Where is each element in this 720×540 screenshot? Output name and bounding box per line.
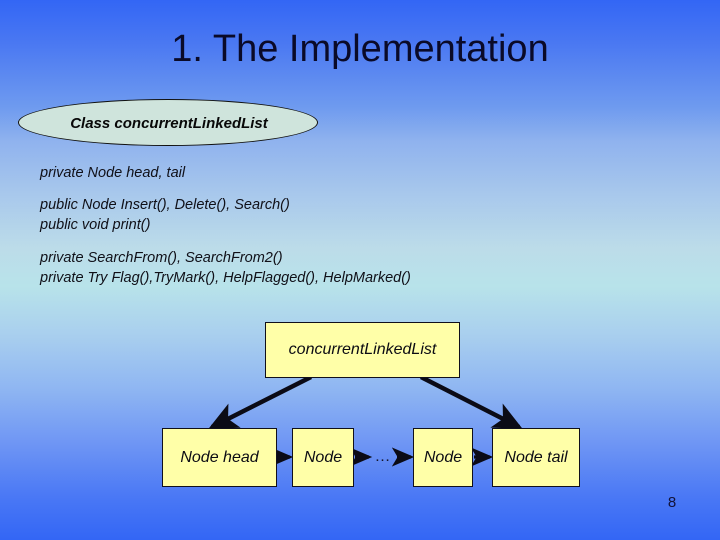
code-line: public Node Insert(), Delete(), Search() bbox=[40, 197, 290, 213]
code-line: private Node head, tail bbox=[40, 165, 186, 181]
class-callout-ellipse: Class concurrentLinkedList bbox=[18, 99, 318, 146]
diagram-box-node-tail: Node tail bbox=[492, 428, 580, 487]
diagram-box-label: Node bbox=[303, 448, 343, 466]
page-title: 1. The Implementation bbox=[171, 28, 549, 70]
diagram-box-label: Node bbox=[423, 448, 463, 466]
page-number: 8 bbox=[667, 494, 677, 511]
code-line: private SearchFrom(), SearchFrom2() bbox=[40, 250, 283, 266]
code-block-public-methods: public Node Insert(), Delete(), Search()… bbox=[40, 195, 290, 235]
diagram-box-label: Node tail bbox=[504, 448, 568, 466]
diagram-ellipsis: … bbox=[374, 448, 392, 465]
code-block-private-methods: private SearchFrom(), SearchFrom2() priv… bbox=[40, 248, 411, 288]
diagram-box-node-3: Node bbox=[413, 428, 473, 487]
code-line: private Try Flag(),TryMark(), HelpFlagge… bbox=[40, 270, 411, 286]
diagram-box-node-head: Node head bbox=[162, 428, 277, 487]
arrow-root-to-tail bbox=[419, 374, 523, 430]
diagram-box-label: Node head bbox=[180, 448, 259, 466]
diagram-box-node-2: Node bbox=[292, 428, 354, 487]
code-line: public void print() bbox=[40, 217, 151, 233]
arrow-root-to-head bbox=[208, 374, 313, 430]
code-block-fields: private Node head, tail bbox=[40, 163, 185, 183]
diagram-box-root: concurrentLinkedList bbox=[265, 322, 460, 378]
diagram-box-root-label: concurrentLinkedList bbox=[288, 341, 437, 358]
class-callout-label: Class concurrentLinkedList bbox=[70, 115, 268, 132]
